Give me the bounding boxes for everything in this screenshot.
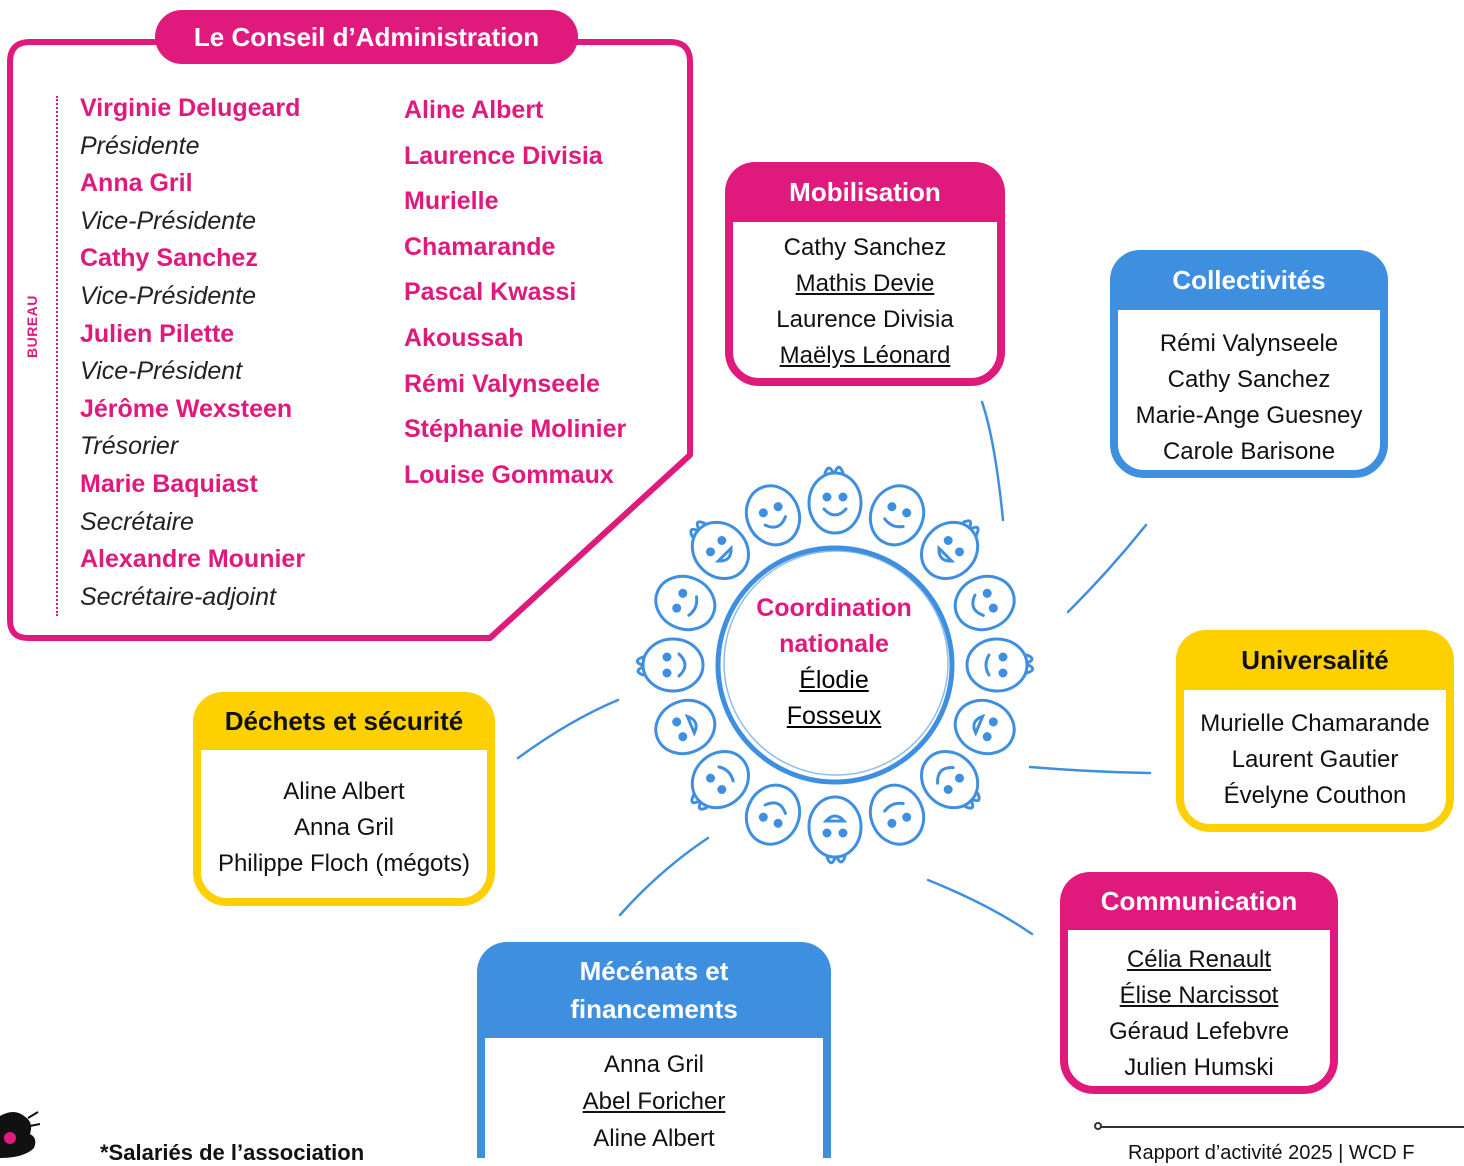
bureau-role: Vice-Présidente xyxy=(80,206,257,235)
group-member: Cathy Sanchez xyxy=(1167,366,1331,393)
bureau-name: Marie Baquiast xyxy=(80,469,258,498)
face-icon xyxy=(744,484,802,547)
group-member: Laurent Gautier xyxy=(1231,746,1399,773)
face-icon xyxy=(689,520,750,580)
connector-line xyxy=(1066,523,1148,614)
group-member: Mathis Devie xyxy=(795,270,935,297)
group-member: Rémi Valynseele xyxy=(1159,330,1339,357)
bureau-name: Cathy Sanchez xyxy=(80,244,258,273)
face-icon xyxy=(920,750,981,810)
member-name: Rémi Valynseele xyxy=(404,369,600,398)
connector-line xyxy=(516,698,620,760)
bureau-name: Alexandre Mounier xyxy=(80,545,306,574)
bureau-name: Jérôme Wexsteen xyxy=(80,394,293,423)
group-title: Collectivités xyxy=(1110,250,1388,310)
bureau-role: Secrétaire-adjoint xyxy=(80,582,276,611)
bureau-role: Vice-Présidente xyxy=(80,281,257,310)
connector-line xyxy=(1028,765,1152,775)
group-member: Aline Albert xyxy=(283,778,405,805)
center-person: Élodie xyxy=(799,666,869,694)
group-title: Communication xyxy=(1060,872,1338,930)
logo-icon xyxy=(0,1111,40,1158)
group-member: Cathy Sanchez xyxy=(783,234,947,261)
member-name: Chamarande xyxy=(404,232,556,261)
group-member: Élise Narcissot xyxy=(1119,982,1279,1009)
member-name: Murielle xyxy=(404,187,499,216)
member-name: Stéphanie Molinier xyxy=(404,415,627,444)
member-name: Laurence Divisia xyxy=(404,141,603,170)
group-member: Anna Gril xyxy=(603,1051,705,1078)
footer-report: Rapport d’activité 2025 | WCD F xyxy=(1128,1142,1415,1164)
group-mecenats: Mécénats et financements Anna Gril Abel … xyxy=(477,942,831,1158)
group-member: Géraud Lefebvre xyxy=(1108,1018,1290,1045)
group-title-line: financements xyxy=(570,994,738,1024)
footer-note: *Salariés de l’association xyxy=(100,1140,365,1165)
member-name: Louise Gommaux xyxy=(404,460,614,489)
face-icon xyxy=(868,783,926,846)
face-icon xyxy=(953,574,1016,632)
group-mobilisation: Mobilisation Cathy Sanchez Mathis Devie … xyxy=(725,162,1005,386)
group-title-line: Mécénats et xyxy=(579,956,729,986)
group-member: Julien Humski xyxy=(1124,1054,1274,1081)
group-title: Déchets et sécurité xyxy=(193,692,495,750)
bureau-role: Secrétaire xyxy=(80,507,194,536)
bureau-divider xyxy=(56,96,58,616)
group-universalite: Universalité Murielle Chamarande Laurent… xyxy=(1176,630,1454,832)
center-title: nationale xyxy=(779,630,889,658)
group-title: Mobilisation xyxy=(725,162,1005,222)
bureau-role: Trésorier xyxy=(80,432,179,461)
group-communication: Communication Célia Renault Élise Narcis… xyxy=(1060,872,1338,1094)
connector-line xyxy=(980,400,1005,522)
face-icon xyxy=(807,465,863,535)
face-icon xyxy=(868,484,926,547)
conseil-title: Le Conseil d’Administration xyxy=(155,10,578,64)
member-name: Aline Albert xyxy=(404,96,544,124)
group-member: Marie-Ange Guesney xyxy=(1135,402,1363,429)
member-name: Pascal Kwassi xyxy=(404,278,577,307)
coordination-nationale: Coordination nationale Élodie Fosseux xyxy=(724,590,944,734)
connector-line xyxy=(618,836,710,917)
face-icon xyxy=(953,698,1016,756)
group-member: Célia Renault xyxy=(1126,946,1272,973)
group-member: Laurence Divisia xyxy=(776,306,954,333)
bureau-name: Julien Pilette xyxy=(80,319,235,348)
bureau-list: Virginie Delugeard Présidente Anna Gril … xyxy=(80,90,380,616)
footer-rule xyxy=(1100,1126,1464,1128)
group-member: Aline Albert xyxy=(593,1125,715,1152)
group-member: Évelyne Couthon xyxy=(1223,782,1407,809)
center-title: Coordination xyxy=(756,594,912,622)
group-collectivites: Collectivités Rémi Valynseele Cathy Sanc… xyxy=(1110,250,1388,478)
conseil-frame xyxy=(7,39,693,641)
center-person: Fosseux xyxy=(786,702,882,730)
bureau-name: Virginie Delugeard xyxy=(80,94,301,122)
face-icon xyxy=(965,637,1035,693)
members-list: Aline Albert Laurence Divisia Murielle C… xyxy=(404,92,694,502)
group-dechets: Déchets et sécurité Aline Albert Anna Gr… xyxy=(193,692,495,906)
face-icon xyxy=(807,795,863,865)
group-member: Maëlys Léonard xyxy=(779,342,951,369)
bureau-name: Anna Gril xyxy=(80,169,193,198)
member-name: Akoussah xyxy=(404,323,524,352)
group-title: Mécénats et financements xyxy=(477,942,831,1038)
group-member: Anna Gril xyxy=(293,814,395,841)
group-member: Murielle Chamarande xyxy=(1200,710,1430,737)
bureau-role: Présidente xyxy=(80,131,200,160)
face-icon xyxy=(635,637,705,693)
group-member: Abel Foricher xyxy=(582,1088,726,1115)
group-member: Carole Barisone xyxy=(1162,438,1336,465)
face-icon xyxy=(744,783,802,846)
connector-line xyxy=(926,878,1034,936)
face-icon xyxy=(654,574,717,632)
group-member: Philippe Floch (mégots) xyxy=(217,850,471,877)
bureau-role: Vice-Président xyxy=(80,357,243,386)
group-title: Universalité xyxy=(1176,630,1454,690)
face-icon xyxy=(654,698,717,756)
